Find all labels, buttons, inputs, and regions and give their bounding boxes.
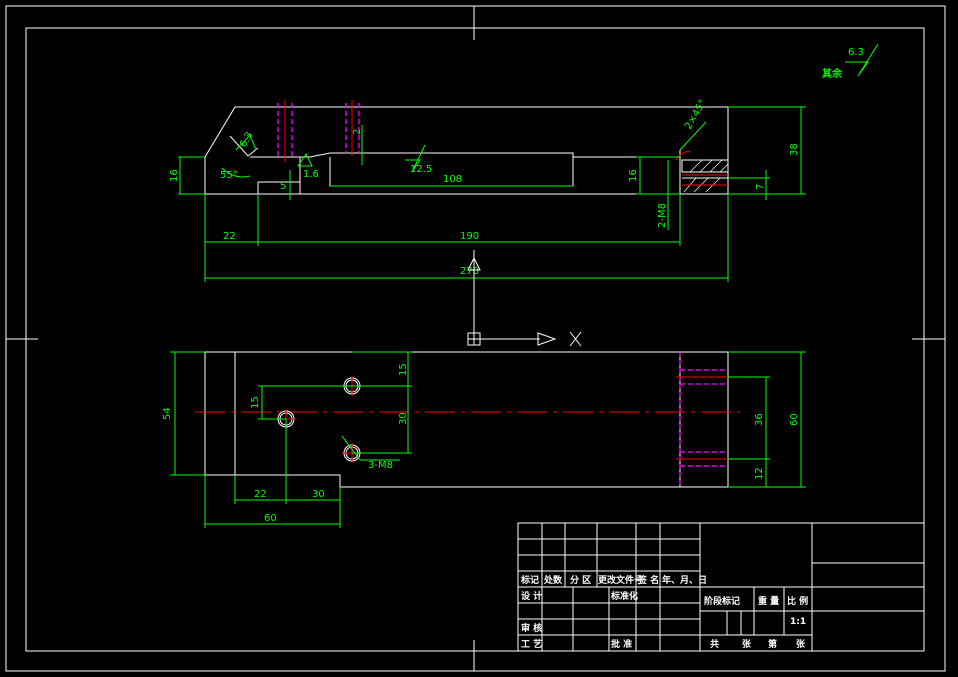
section-hatch	[681, 159, 729, 173]
dim-5: 5	[280, 181, 286, 192]
tb-pizhun: 批 准	[611, 638, 632, 650]
dim-2: 2	[352, 129, 363, 135]
dim-60-bottom: 60	[264, 513, 277, 524]
tb-qianming: 签 名	[637, 574, 659, 586]
front-view-outline	[204, 106, 729, 195]
dim-38: 38	[789, 143, 800, 156]
front-hidden-holes	[277, 103, 360, 158]
roughness-symbol: 其余 6.3	[822, 43, 879, 80]
dim-16-left: 16	[169, 169, 180, 182]
dim-7: 7	[755, 184, 766, 190]
tb-bili: 比 例	[787, 595, 808, 607]
dim-r16: 1.6	[303, 169, 319, 180]
tb-biaozhunhua: 标准化	[610, 590, 638, 602]
title-block	[517, 522, 925, 652]
tb-zhang2: 张	[796, 638, 806, 650]
dim-12: 12	[754, 467, 765, 480]
dim-15-top: 15	[398, 363, 409, 376]
front-slot-top	[250, 152, 680, 158]
front-dimension-lines	[178, 106, 806, 282]
dim-60-right: 60	[789, 413, 800, 426]
dim-22-top: 22	[254, 489, 267, 500]
tb-scale: 1:1	[790, 617, 806, 627]
dim-angle-55: 55°	[220, 170, 238, 181]
tb-sheji: 设 计	[521, 590, 542, 602]
dim-190: 190	[460, 231, 479, 242]
top-hidden-holes	[679, 352, 728, 487]
tb-date: 年、月、日	[662, 574, 707, 586]
roughness-prefix: 其余	[822, 67, 843, 80]
tb-biaoji: 标记	[520, 574, 539, 586]
tb-fenqu: 分 区	[570, 574, 591, 586]
tb-di: 第	[768, 638, 777, 650]
dim-36: 36	[754, 413, 765, 426]
top-dimension-lines	[170, 351, 806, 528]
tb-gongyi: 工 艺	[521, 638, 542, 650]
tb-jieduan: 阶段标记	[704, 595, 740, 607]
tb-zhang1: 张	[742, 638, 752, 650]
dim-holes: 3-M8	[368, 460, 393, 471]
tb-shenhe: 审 核	[521, 622, 542, 634]
dim-r125: 12.5	[410, 164, 432, 175]
dim-30-top: 30	[312, 489, 325, 500]
dim-30-vert: 30	[398, 412, 409, 425]
dim-22: 22	[223, 231, 236, 242]
v-groove	[229, 135, 259, 157]
tb-gengwen: 更改文件号	[598, 574, 643, 586]
tb-chushu: 处数	[543, 574, 563, 586]
ucs-icon	[467, 250, 582, 347]
dim-r63: 6.3	[238, 130, 255, 149]
dim-chamfer: 2×45°	[683, 98, 709, 132]
dim-270: 270	[460, 266, 479, 277]
dim-16-right: 16	[628, 169, 639, 182]
front-view: 16 55° 6.3 1.6 5 2 12.5 108 22 190 270 1…	[169, 98, 806, 282]
centering-marks	[6, 6, 945, 671]
title-block-text: 标记 处数 分 区 更改文件号 签 名 年、月、日 设 计 标准化 审 核 工 …	[520, 574, 808, 650]
tb-zhongliang: 重 量	[758, 595, 779, 607]
tb-gong: 共	[710, 638, 719, 650]
roughness-value: 6.3	[848, 47, 864, 58]
dim-thread: 2-M8	[657, 203, 668, 228]
dim-108: 108	[443, 174, 462, 185]
dim-15-left: 15	[250, 396, 261, 409]
top-view: 54 15 15 30 3-M8 22 30 60 36 12 60	[162, 351, 806, 528]
dim-54: 54	[162, 407, 173, 420]
